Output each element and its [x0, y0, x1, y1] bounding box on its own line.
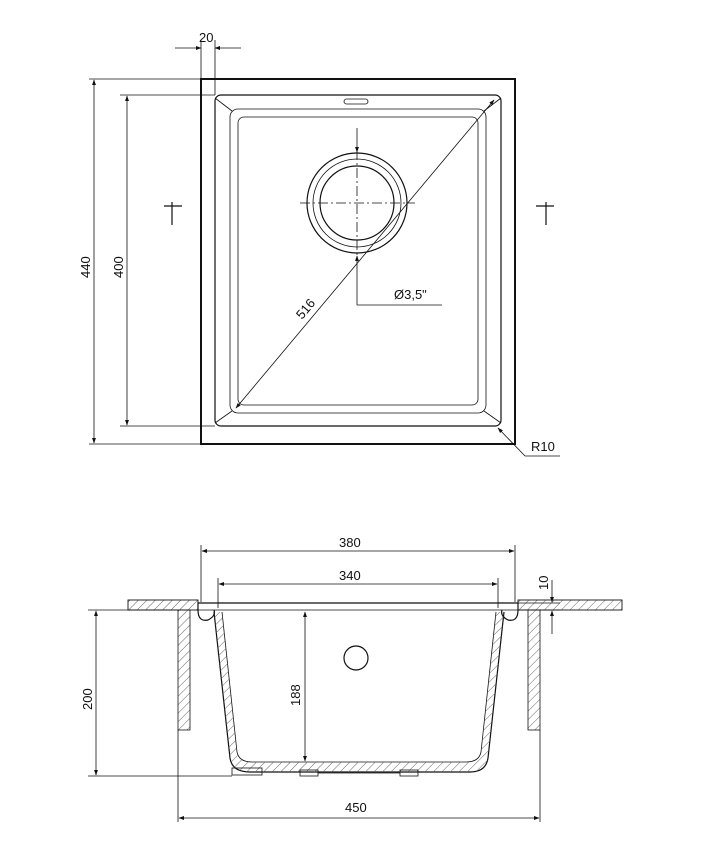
dim-cabinet-width: 450 [345, 800, 367, 815]
bowl-outer-wall [213, 611, 505, 773]
dim-inner-width: 340 [339, 568, 361, 583]
overflow-hole [343, 645, 369, 671]
sink-rim [197, 602, 519, 610]
dim-rim-width: 20 [199, 30, 213, 45]
bowl-upper-edge [229, 108, 487, 414]
dim-outer-height: 440 [78, 256, 93, 278]
dim-corner-radius: R10 [531, 439, 555, 454]
dim-inner-height: 400 [111, 256, 126, 278]
sink-outer-outline [200, 78, 516, 445]
dim-diagonal: 516 [293, 296, 318, 322]
sink-rim-inner [214, 94, 502, 427]
dim-drain-diameter: Ø3,5" [394, 287, 427, 302]
overflow-slot [343, 98, 369, 105]
dim-top-width: 380 [339, 535, 361, 550]
bowl-inner-wall [221, 611, 497, 763]
dim-bowl-depth: 188 [288, 684, 303, 706]
countertop-left [127, 599, 199, 611]
dim-total-height: 200 [80, 688, 95, 710]
section-view: 380 340 10 200 188 450 [80, 535, 623, 822]
cabinet-wall-right [527, 609, 541, 731]
bowl-bottom-edge [237, 116, 479, 406]
countertop-right [517, 599, 623, 611]
dim-rim-thickness: 10 [536, 576, 551, 590]
cabinet-wall-left [177, 609, 191, 731]
top-view: Ø3,5" 516 20 440 400 R10 [78, 30, 560, 457]
